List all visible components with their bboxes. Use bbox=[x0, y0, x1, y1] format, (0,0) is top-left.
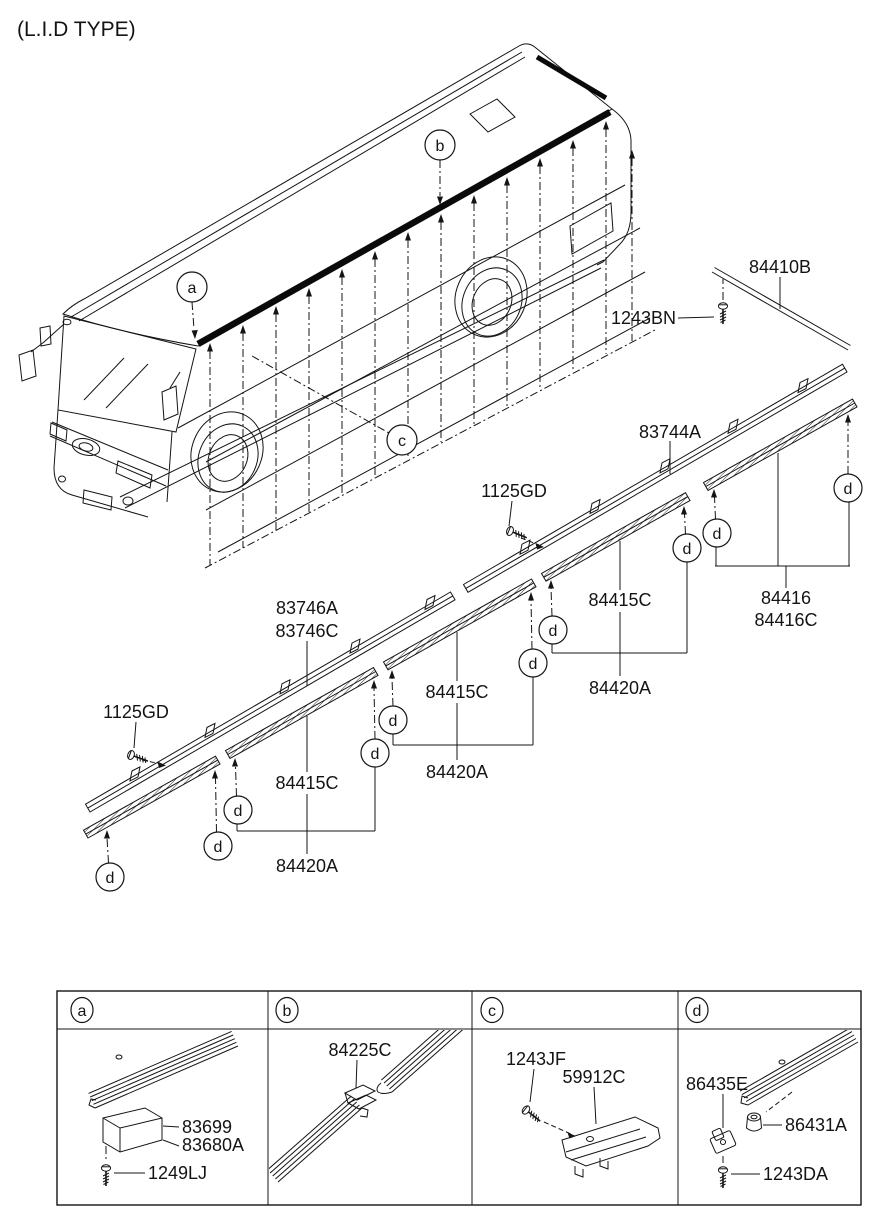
engine-hatch bbox=[569, 202, 614, 255]
part-label-84420A-mid: 84420A bbox=[426, 762, 488, 782]
part-label-86435E: 86435E bbox=[686, 1074, 748, 1094]
table-header-d: d bbox=[693, 1003, 702, 1020]
table-cell-d-drawing bbox=[709, 1030, 859, 1189]
part-label-1243JF: 1243JF bbox=[506, 1049, 566, 1069]
callout-d-letter: d bbox=[713, 526, 722, 543]
headlight-left bbox=[49, 422, 68, 442]
callouts-d: d d d d d d d d d d bbox=[95, 414, 863, 892]
table-header-c: c bbox=[488, 1003, 496, 1020]
part-label-84416: 84416 bbox=[761, 588, 811, 608]
roof-hatch bbox=[469, 98, 516, 133]
callout-d-letter: d bbox=[683, 541, 692, 558]
drip-rail-molding-highlight bbox=[196, 109, 612, 347]
part-label-59912C: 59912C bbox=[562, 1067, 625, 1087]
part-label-86431A: 86431A bbox=[785, 1115, 847, 1135]
detail-table: a b c d bbox=[56, 990, 862, 1206]
front-logo bbox=[71, 438, 101, 456]
part-label-83746C: 83746C bbox=[275, 621, 338, 641]
part-label-83699: 83699 bbox=[182, 1117, 232, 1137]
front-wheel bbox=[197, 423, 259, 493]
callout-a: a bbox=[176, 271, 208, 339]
side-molding-strip bbox=[82, 398, 858, 839]
roof-rear-molding bbox=[677, 267, 851, 351]
headlight-right bbox=[115, 460, 153, 489]
page-title: (L.I.D TYPE) bbox=[17, 18, 136, 41]
part-label-84420A-left: 84420A bbox=[276, 856, 338, 876]
grommet-86431A-glyph bbox=[745, 1112, 763, 1132]
rear-wheel bbox=[461, 267, 523, 337]
part-label-83746A: 83746A bbox=[276, 598, 338, 618]
screw-1243JF-glyph bbox=[519, 1103, 544, 1126]
part-label-83680A: 83680A bbox=[182, 1135, 244, 1155]
screw-1249LJ-glyph bbox=[100, 1164, 112, 1187]
part-label-84225C: 84225C bbox=[328, 1040, 391, 1060]
screw-1243DA-glyph bbox=[717, 1166, 729, 1189]
part-label-84415C-left: 84415C bbox=[275, 773, 338, 793]
part-label-84415C-mid: 84415C bbox=[425, 682, 488, 702]
callout-d-letter: d bbox=[106, 870, 115, 887]
table-cell-b-drawing bbox=[269, 1030, 464, 1183]
callout-c-letter: c bbox=[398, 433, 406, 450]
table-cell-a-drawing bbox=[88, 1030, 239, 1187]
front-wheel-arch bbox=[190, 411, 264, 493]
part-label-1243BN: 1243BN bbox=[611, 308, 676, 328]
part-label-1243DA: 1243DA bbox=[763, 1164, 828, 1184]
part-label-1125GD-lower: 1125GD bbox=[103, 702, 169, 722]
windshield bbox=[57, 315, 197, 433]
callout-d-letter: d bbox=[549, 623, 558, 640]
part-label-83744A: 83744A bbox=[639, 422, 701, 442]
side-mirror bbox=[18, 349, 37, 382]
callout-d-letter: d bbox=[389, 713, 398, 730]
screw-1125GD-lower bbox=[125, 721, 166, 768]
license-plate bbox=[82, 489, 113, 511]
table-header-b: b bbox=[283, 1003, 292, 1020]
leader-lines bbox=[236, 441, 850, 854]
part-label-1125GD-upper: 1125GD bbox=[481, 481, 547, 501]
table-cell-c-drawing bbox=[519, 1068, 661, 1178]
projection-grid bbox=[204, 121, 656, 569]
table-header-a: a bbox=[78, 1003, 87, 1020]
part-label-84420A-right: 84420A bbox=[589, 678, 651, 698]
callout-b-letter: b bbox=[436, 138, 445, 155]
screw-1125GD-upper bbox=[504, 500, 544, 550]
mirror-arm bbox=[30, 323, 65, 353]
callout-d-letter: d bbox=[529, 656, 538, 673]
screw-1243BN-glyph bbox=[717, 301, 729, 325]
part-label-84415C-right: 84415C bbox=[588, 590, 651, 610]
callout-a-letter: a bbox=[188, 280, 197, 297]
drip-rail-strip bbox=[84, 363, 848, 813]
callout-d-letter: d bbox=[844, 481, 853, 498]
callout-d-letter: d bbox=[234, 803, 243, 820]
roof-rear-molding-highlight bbox=[535, 54, 608, 101]
part-label-1249LJ: 1249LJ bbox=[148, 1163, 207, 1183]
part-label-84416C: 84416C bbox=[754, 610, 817, 630]
callout-d-letter: d bbox=[371, 746, 380, 763]
clip-86435E-glyph bbox=[709, 1127, 737, 1154]
callout-d-letter: d bbox=[214, 839, 223, 856]
part-label-84410B: 84410B bbox=[749, 257, 811, 277]
rear-wheel-arch bbox=[454, 256, 528, 338]
callout-b: b bbox=[424, 129, 456, 205]
callout-c: c bbox=[251, 355, 418, 456]
